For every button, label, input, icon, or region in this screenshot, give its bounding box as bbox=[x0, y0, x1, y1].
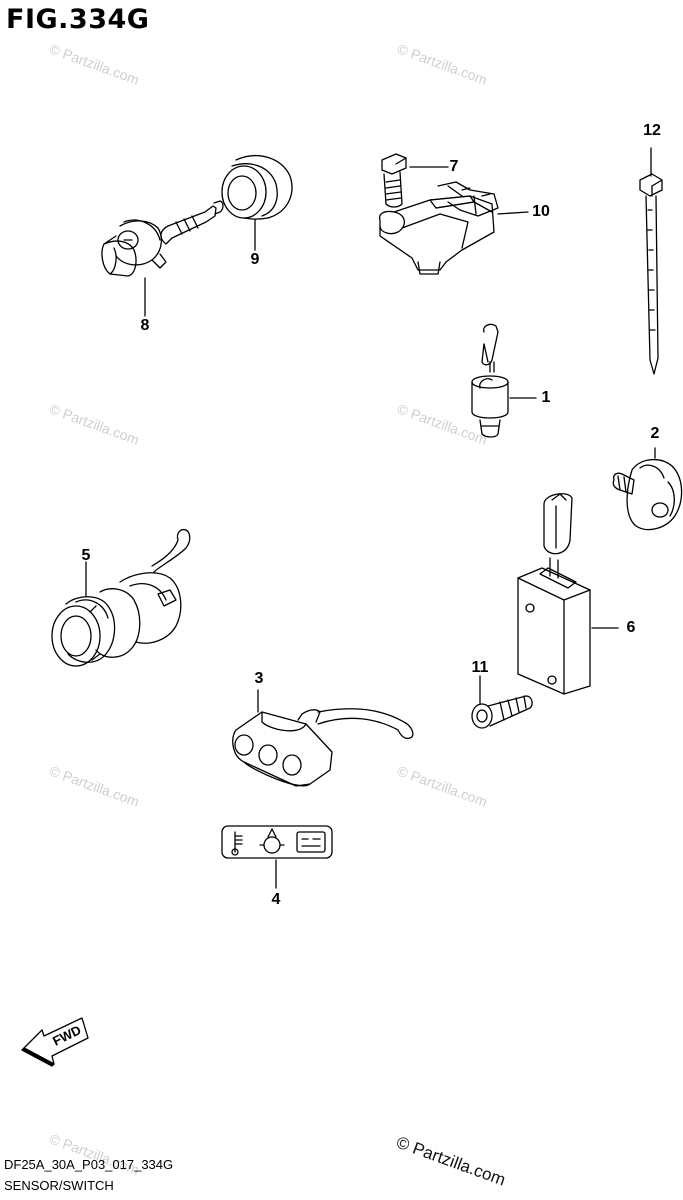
fwd-arrow-icon bbox=[21, 1017, 89, 1067]
callout-9: 9 bbox=[250, 251, 260, 268]
part-12-cable-tie bbox=[639, 147, 663, 375]
footer-code: DF25A_30A_P03_017_334G bbox=[4, 1157, 174, 1172]
callout-2: 2 bbox=[650, 425, 660, 442]
figure-title: FIG.334G bbox=[6, 4, 150, 35]
part-5-connector bbox=[51, 528, 191, 667]
callout-4: 4 bbox=[271, 891, 281, 908]
part-3-switch bbox=[232, 689, 414, 787]
callout-6: 6 bbox=[626, 619, 636, 636]
callout-8: 8 bbox=[140, 317, 150, 334]
part-1-sensor bbox=[471, 323, 537, 438]
part-2-knock-sensor bbox=[612, 447, 683, 531]
callout-7: 7 bbox=[449, 158, 459, 175]
callout-11: 11 bbox=[471, 659, 489, 676]
callout-1: 1 bbox=[541, 389, 551, 406]
part-6-module bbox=[517, 493, 619, 695]
part-8-sensor bbox=[101, 200, 224, 317]
callout-10: 10 bbox=[532, 203, 550, 220]
part-10-pressure-sensor bbox=[378, 181, 529, 275]
part-4-label-plate bbox=[221, 825, 333, 889]
part-9-grommet bbox=[221, 155, 293, 251]
callout-3: 3 bbox=[254, 670, 264, 687]
part-7-bolt bbox=[381, 153, 449, 208]
callout-5: 5 bbox=[81, 547, 91, 564]
callout-12: 12 bbox=[643, 122, 661, 139]
footer-caption: SENSOR/SWITCH bbox=[4, 1178, 114, 1193]
part-11-screw bbox=[471, 675, 533, 729]
